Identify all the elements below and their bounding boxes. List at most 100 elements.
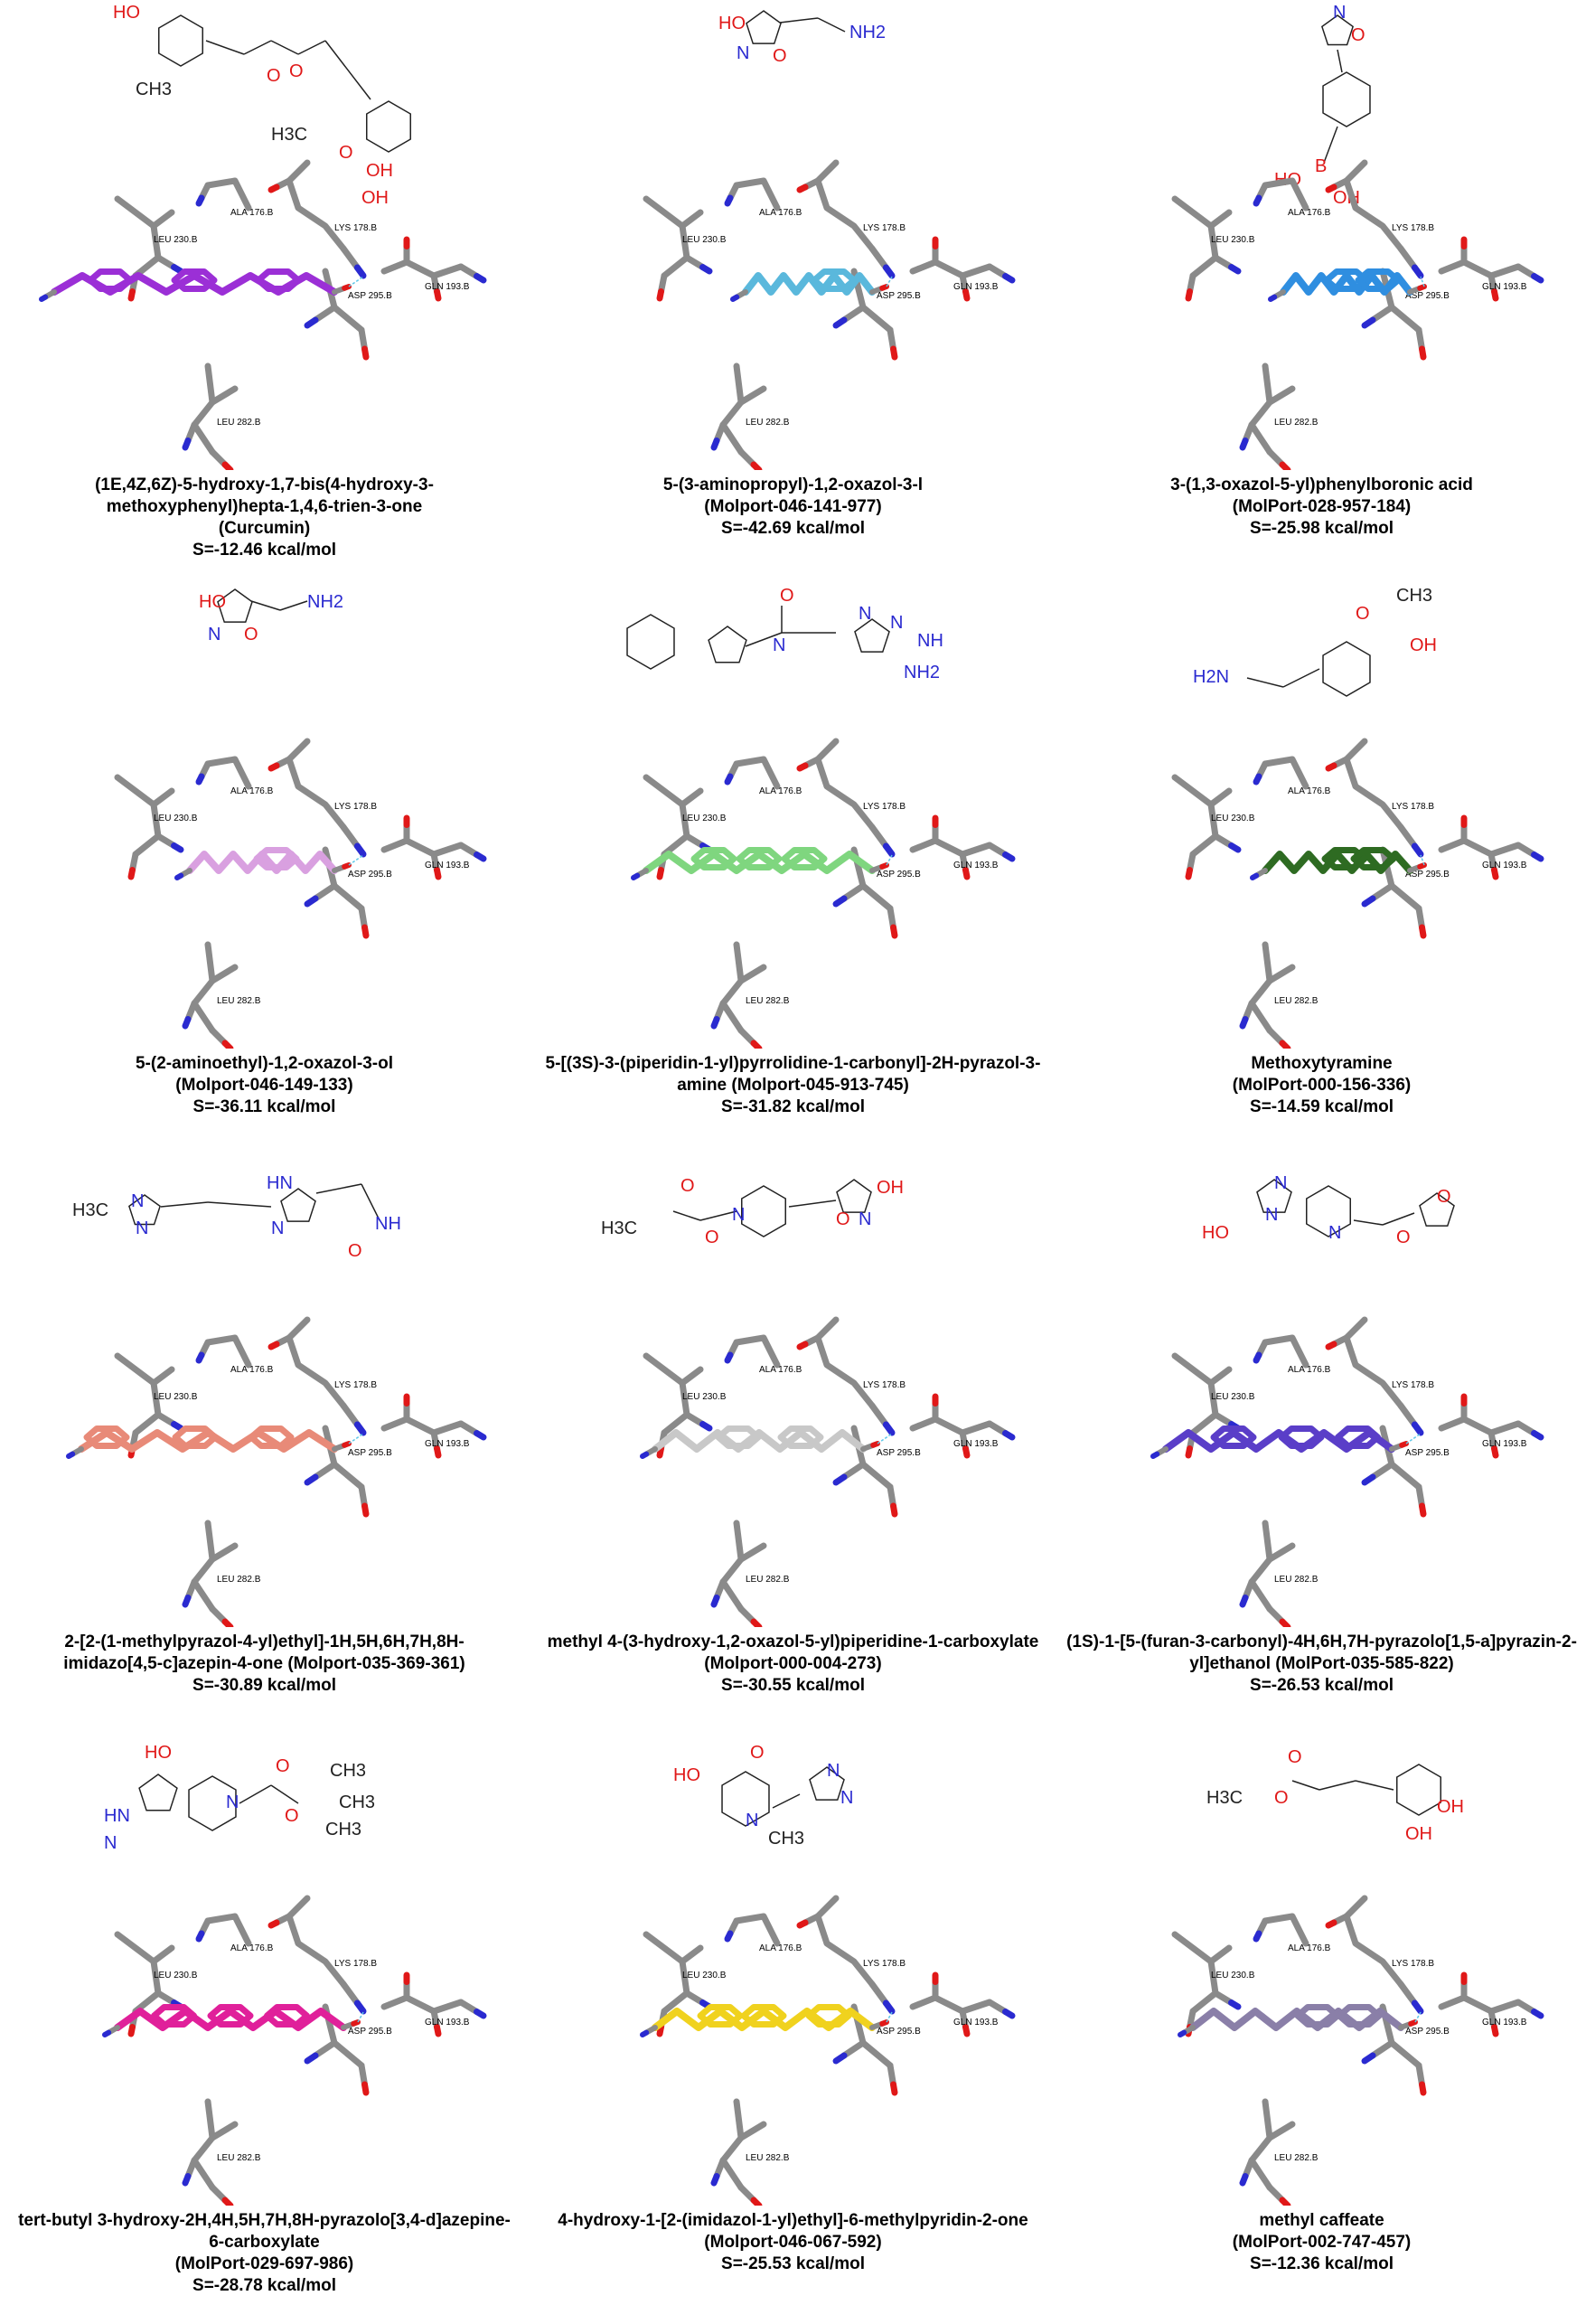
residue-leu230	[114, 774, 184, 880]
atom-label: N	[732, 1205, 745, 1225]
compound-name-line: methoxyphenyl)hepta-1,4,6-trien-3-one	[106, 497, 423, 516]
compound-caption: (1E,4Z,6Z)-5-hydroxy-1,7-bis(4-hydroxy-3…	[0, 475, 529, 561]
residue-label-lys: LYS 178.B	[334, 1959, 377, 1969]
residue-label-asp: ASP 295.B	[1405, 2027, 1450, 2037]
residue-ala176	[195, 1913, 252, 1947]
residue-asp295	[1361, 268, 1427, 361]
residue-label-leu230: LEU 230.B	[154, 1392, 198, 1402]
atom-label: HO	[718, 14, 746, 33]
compound-caption: Methoxytyramine(MolPort-000-156-336)S=-1…	[1057, 1053, 1586, 1118]
compound-caption: tert-butyl 3-hydroxy-2H,4H,5H,7H,8H-pyra…	[0, 2210, 529, 2297]
compound-name-line: (Molport-046-149-133)	[175, 1076, 353, 1095]
residue-label-lys: LYS 178.B	[863, 1380, 906, 1390]
compound-name-line: Methoxytyramine	[1251, 1054, 1393, 1073]
residue-gln193	[909, 236, 1016, 302]
atom-label: OH	[1437, 1797, 1464, 1817]
atom-label: N	[1328, 1223, 1341, 1243]
ligand-pose	[39, 268, 364, 302]
residue-label-gln: GLN 193.B	[1482, 2018, 1527, 2028]
compound-name-line: 3-(1,3-oxazol-5-yl)phenylboronic acid	[1170, 475, 1473, 494]
ligand-pose	[730, 268, 893, 302]
compound-caption: methyl caffeate(MolPort-002-747-457)S=-1…	[1057, 2210, 1586, 2275]
residue-label-asp: ASP 295.B	[877, 291, 921, 301]
atom-label: CH3	[325, 1820, 361, 1839]
residue-label-gln: GLN 193.B	[1482, 1439, 1527, 1449]
residue-label-ala: ALA 176.B	[230, 208, 274, 218]
residue-label-leu282: LEU 282.B	[1274, 418, 1319, 428]
atom-label: O	[680, 1176, 695, 1196]
residue-lys178	[267, 1895, 367, 2015]
residue-label-asp: ASP 295.B	[348, 2027, 392, 2037]
atom-label: O	[1356, 604, 1370, 624]
compound-caption: 3-(1,3-oxazol-5-yl)phenylboronic acid (Mo…	[1057, 475, 1586, 540]
residue-label-leu230: LEU 230.B	[154, 814, 198, 823]
compound-name-line: amine (Molport-045-913-745)	[677, 1076, 909, 1095]
residue-ala176	[724, 177, 781, 212]
residue-leu230	[643, 195, 713, 302]
atom-label: HO	[113, 3, 140, 23]
atom-label: N	[136, 1218, 148, 1238]
compound-name-line: (Molport-046-141-977)	[704, 497, 882, 516]
ligand-pose	[631, 846, 893, 880]
residue-label-lys: LYS 178.B	[1392, 1380, 1434, 1390]
residue-lys178	[267, 738, 367, 858]
compound-name-line: (Molport-000-004-273)	[704, 1654, 882, 1673]
compound-name-line: 6-carboxylate	[209, 2233, 320, 2252]
residue-label-gln: GLN 193.B	[953, 1439, 999, 1449]
residue-label-leu282: LEU 282.B	[746, 1575, 790, 1585]
residue-label-gln: GLN 193.B	[1482, 861, 1527, 870]
atom-label: NH2	[307, 592, 343, 612]
atom-label: CH3	[1396, 586, 1432, 606]
residue-lys178	[796, 738, 896, 858]
residue-label-lys: LYS 178.B	[334, 1380, 377, 1390]
residue-lys178	[796, 159, 896, 279]
atom-label: NH	[917, 631, 943, 651]
residue-label-ala: ALA 176.B	[230, 1365, 274, 1375]
atom-label: CH3	[136, 80, 172, 99]
residue-gln193	[909, 1393, 1016, 1459]
residue-label-lys: LYS 178.B	[334, 802, 377, 812]
atom-label: N	[104, 1833, 117, 1853]
atom-label: N	[131, 1191, 144, 1211]
residue-lys178	[267, 159, 367, 279]
residue-ala176	[724, 756, 781, 790]
residue-label-asp: ASP 295.B	[877, 870, 921, 880]
residue-lys178	[1325, 159, 1424, 279]
compound-name-line: (1S)-1-[5-(furan-3-carbonyl)-4H,6H,7H-py…	[1066, 1632, 1577, 1651]
atom-label: N	[827, 1761, 840, 1781]
atom-label: OH	[1410, 635, 1437, 655]
compound-name-line: (MolPort-028-957-184)	[1232, 497, 1412, 516]
residue-gln193	[1438, 1971, 1544, 2037]
atom-label: NH2	[849, 23, 886, 42]
residue-gln193	[1438, 1393, 1544, 1459]
atom-label: OH	[366, 161, 393, 181]
atom-label: O	[1396, 1228, 1411, 1247]
atom-label: O	[836, 1209, 850, 1229]
residue-label-leu282: LEU 282.B	[1274, 1575, 1319, 1585]
atom-label: O	[750, 1743, 765, 1763]
atom-label: O	[773, 46, 787, 66]
residue-leu282	[182, 1520, 239, 1627]
atom-label: O	[780, 586, 794, 606]
residue-label-ala: ALA 176.B	[1288, 1943, 1331, 1953]
atom-label: HN	[267, 1173, 293, 1193]
compound-caption: 5-[(3S)-3-(piperidin-1-yl)pyrrolidine-1-…	[529, 1053, 1057, 1118]
compound-name-line: methyl caffeate	[1259, 2211, 1384, 2230]
docking-score: S=-14.59 kcal/mol	[1250, 1097, 1394, 1116]
